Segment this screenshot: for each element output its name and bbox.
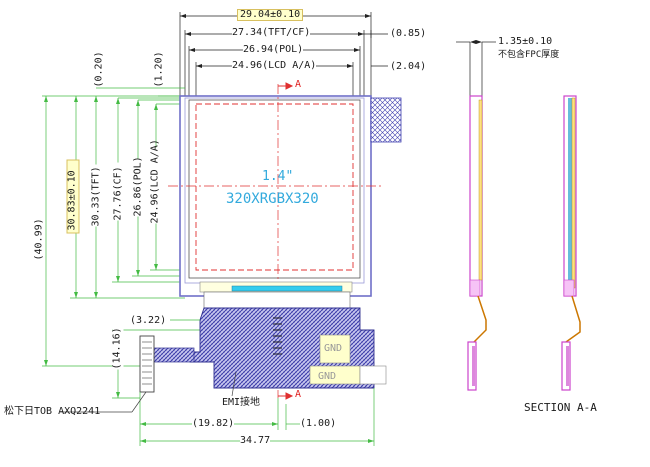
bottom-arrows [140,422,374,443]
section-arrows [278,82,294,400]
bottom-edge-strip [199,281,353,309]
thickness-dim: 1.35±0.10 [498,36,553,47]
height-cf-dim: 27.76(CF) [113,162,125,221]
bottom-small-dim: (1.00) [300,418,337,429]
bottom-total-dim: 34.77 [240,435,271,446]
leader-lines [60,371,237,413]
emi-label: EMI接地 [222,397,261,408]
height-boxed-dim: 30.83±0.10 [66,159,80,234]
right-gap-tft-dim: (0.85) [390,28,427,39]
resolution-label: 320XRGBX320 [226,191,319,207]
section-mark-bottom: A [295,389,302,400]
fpc-offset-dim: (3.22) [130,315,167,326]
lcd-aa-width-dim: 24.96(LCD A/A) [232,60,317,71]
gnd-label-1: GND [324,343,343,354]
overall-width-dim: 29.04±0.10 [237,9,304,21]
bottom-partial-dim: (19.82) [192,418,235,429]
height-aa-dim: 24.96(LCD A/A) [149,139,162,224]
section-view [561,95,581,391]
section-mark-top: A [295,79,302,90]
fpc [139,307,387,393]
top-fpc-tab [370,97,402,143]
left-arrows [44,96,158,398]
fpc-height-dim: (14.16) [111,325,124,370]
gnd-label-2: GND [318,371,337,382]
section-title: SECTION A-A [524,401,597,414]
height-tft-dim: 30.33(TFT) [90,164,103,227]
top-gap-aa-dim: (1.20) [153,51,165,88]
top-arrows [180,14,371,68]
thickness-note: 不包含FPC厚度 [498,50,560,60]
overall-height-dim: (40.99) [34,200,46,261]
height-pol-dim: 26.86(POL) [132,156,145,217]
pol-width-dim: 26.94(POL) [243,44,304,55]
tft-cf-width-dim: 27.34(TFT/CF) [232,27,311,38]
right-gap-aa-dim: (2.04) [390,61,427,72]
side-view [456,40,496,391]
top-gap-left-dim: (0.20) [93,51,105,88]
lcd-panel [179,95,372,297]
connector-label: 松下日TOB AXQ2241 [4,406,101,417]
screen-size-label: 1.4" [262,169,294,184]
